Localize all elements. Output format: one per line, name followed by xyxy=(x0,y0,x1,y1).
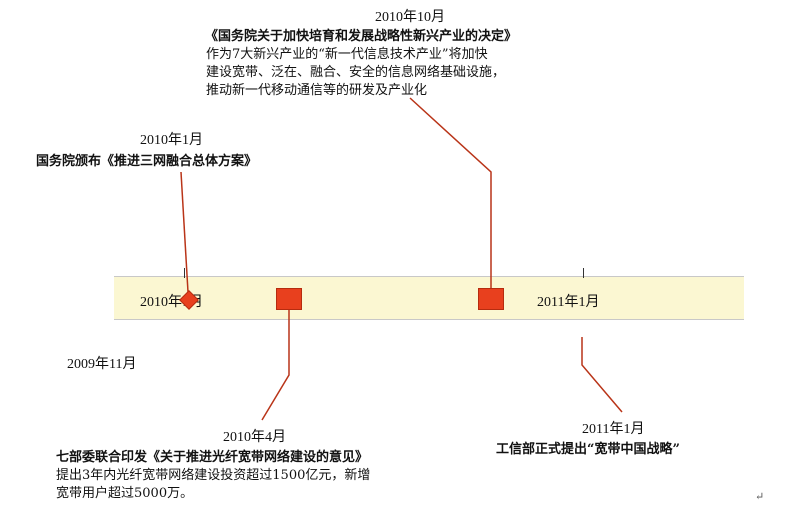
event-oct2010-date: 2010年10月 xyxy=(375,10,445,25)
event-apr2010-date: 2010年4月 xyxy=(223,430,286,445)
event-oct2010-line-3: 建设宽带、泛在、融合、安全的信息网络基础设施， xyxy=(206,65,506,80)
paragraph-return-mark: ↵ xyxy=(755,490,765,503)
event-jan2011-line-1: 工信部正式提出“宽带中国战略” xyxy=(496,442,680,457)
connector-jan2011 xyxy=(581,337,623,413)
marker-apr2010 xyxy=(276,288,302,310)
timeline-label-end: 2011年1月 xyxy=(537,295,600,310)
connector-oct2010 xyxy=(409,97,492,289)
timeline-tick-2010 xyxy=(184,268,185,278)
timeline-tick-2011 xyxy=(583,268,584,278)
event-jan2010-line-1: 国务院颁布《推进三网融合总体方案》 xyxy=(36,154,258,169)
connector-jan2010 xyxy=(180,171,189,293)
event-jan2011-date: 2011年1月 xyxy=(582,422,645,437)
event-apr2010-line-2: 提出3年内光纤宽带网络建设投资超过1500亿元，新增 xyxy=(56,468,371,483)
event-oct2010-line-2: 作为7大新兴产业的“新一代信息技术产业”将加快 xyxy=(206,47,488,62)
event-apr2010-line-1: 七部委联合印发《关于推进光纤宽带网络建设的意见》 xyxy=(56,450,369,465)
event-jan2010-date: 2010年1月 xyxy=(140,133,203,148)
event-oct2010-line-4: 推动新一代移动通信等的研发及产业化 xyxy=(206,83,428,98)
timeline-bar xyxy=(114,276,744,320)
event-apr2010-line-3: 宽带用户超过5000万。 xyxy=(56,486,194,501)
marker-oct2010 xyxy=(478,288,504,310)
timeline-label-left: 2009年11月 xyxy=(67,357,137,372)
connector-apr2010 xyxy=(261,309,290,421)
event-oct2010-line-1: 《国务院关于加快培育和发展战略性新兴产业的决定》 xyxy=(205,29,518,44)
